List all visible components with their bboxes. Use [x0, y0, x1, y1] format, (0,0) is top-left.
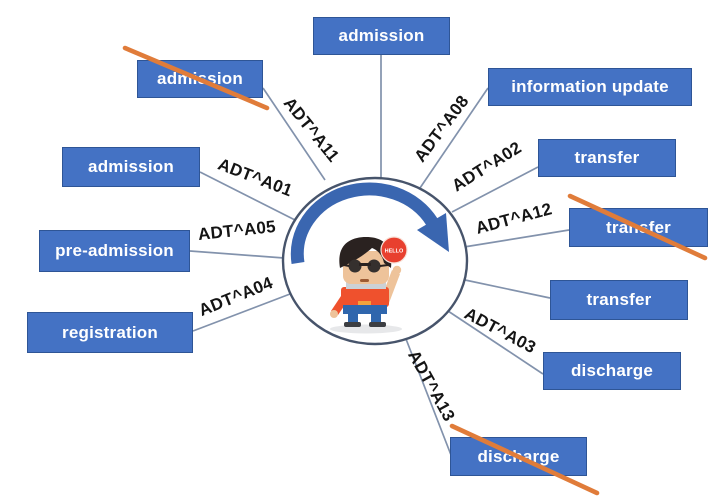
node-label: transfer [574, 148, 640, 167]
node-discharge-cancelled: discharge [450, 437, 587, 476]
connector-a11 [262, 87, 326, 181]
node-label: admission [338, 26, 425, 45]
node-admission-cancelled: admission [137, 60, 263, 98]
node-admission-top: admission [313, 17, 450, 55]
connector-a13 [405, 338, 452, 456]
node-label: discharge [477, 446, 560, 466]
node-label: information update [511, 77, 669, 96]
connector-a02 [451, 166, 539, 213]
node-label: discharge [570, 361, 654, 380]
connector-a01 [199, 171, 296, 221]
person-character [330, 237, 402, 334]
connector-a04 [192, 293, 291, 332]
node-discharge: discharge [543, 352, 681, 390]
connector-transfer-mid [464, 279, 551, 299]
node-transfer-cancelled: transfer [569, 208, 708, 247]
hello-sign-text: HELLO [385, 249, 404, 255]
connector-a03 [447, 310, 544, 375]
cycle-arrow-icon [290, 182, 449, 264]
node-information-update: information update [488, 68, 692, 106]
node-transfer-top: transfer [538, 139, 676, 177]
node-transfer-mid: transfer [550, 280, 688, 320]
connector-a05 [189, 250, 285, 259]
node-label: transfer [606, 217, 671, 237]
node-registration: registration [27, 312, 193, 353]
connector-lines [189, 55, 570, 456]
node-admission-left: admission [62, 147, 200, 187]
connector-a12 [463, 229, 570, 248]
connector-a08 [419, 87, 489, 189]
node-label: admission [88, 157, 174, 176]
hello-sign: HELLO [380, 236, 408, 264]
node-pre-admission: pre-admission [39, 230, 190, 272]
node-label: registration [62, 322, 158, 342]
node-label: admission [157, 69, 243, 88]
node-label: pre-admission [55, 241, 174, 260]
node-label: transfer [586, 290, 652, 309]
